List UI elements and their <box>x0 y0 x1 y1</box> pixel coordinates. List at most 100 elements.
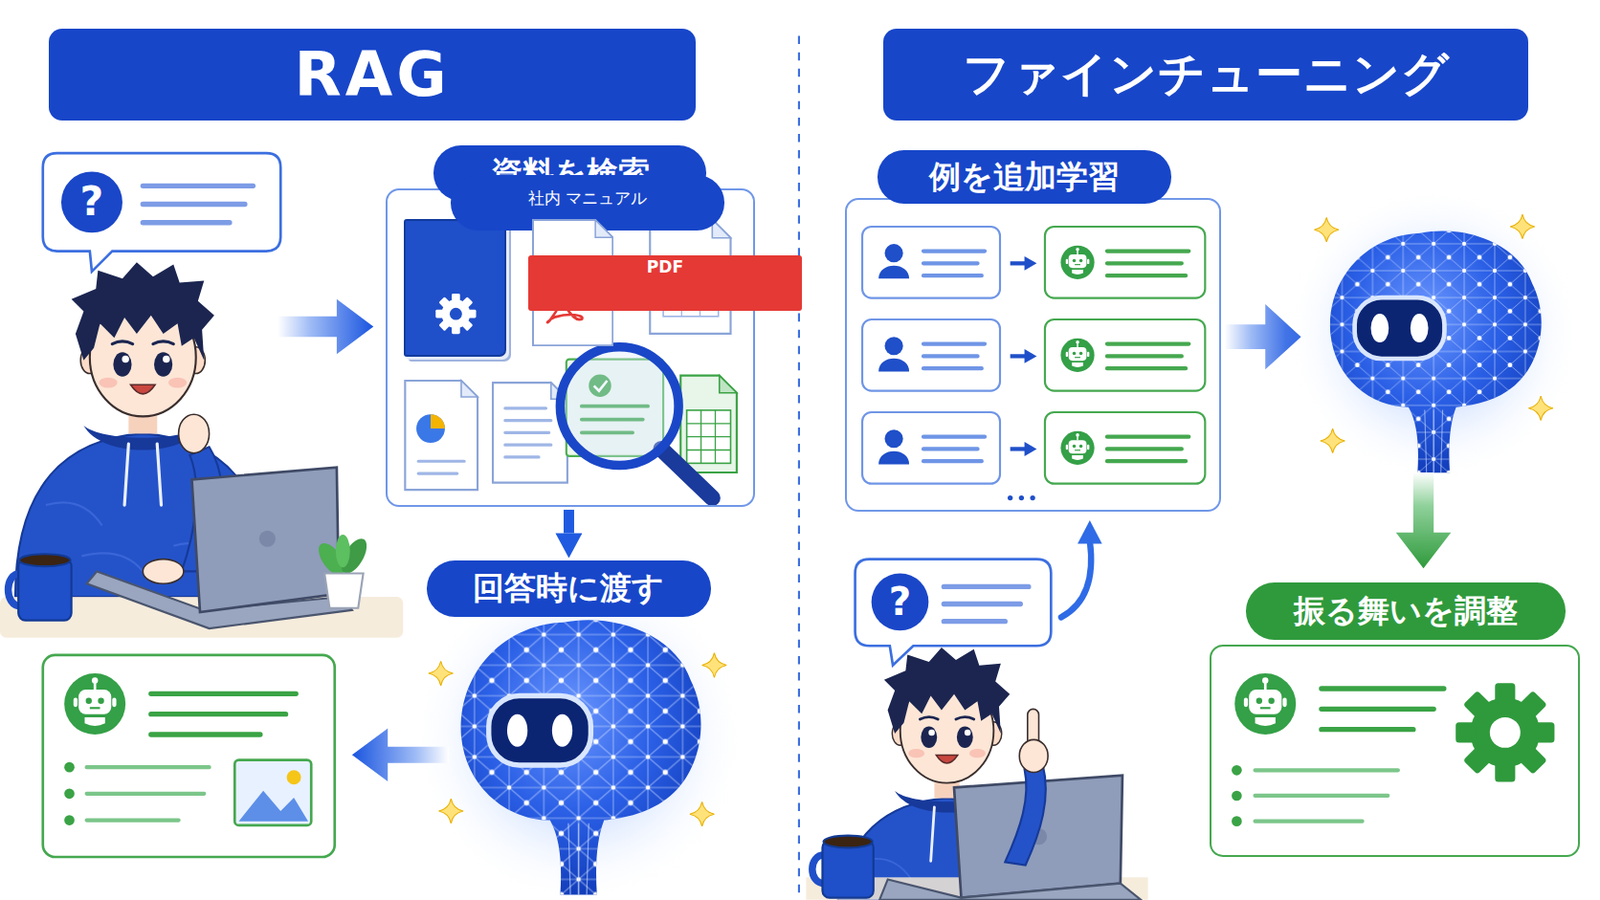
step-label: 回答時に渡す <box>472 567 665 611</box>
step-pill: 回答時に渡す <box>426 560 712 618</box>
answer-card <box>234 760 312 826</box>
text-doc <box>505 408 552 458</box>
sparkle <box>1528 396 1554 422</box>
excel-doc <box>687 410 732 464</box>
sparkle <box>1510 214 1535 240</box>
question-bubble <box>855 559 1052 667</box>
result-content <box>1455 683 1555 782</box>
pointing-hand <box>1019 739 1048 773</box>
answer-card <box>43 655 335 858</box>
question-mark: ? <box>61 175 123 228</box>
heading-pill: 振る舞いを調整 <box>1245 582 1566 641</box>
result-content <box>1231 673 1555 827</box>
chart-doc <box>430 414 445 429</box>
example-pair <box>862 319 1205 392</box>
header-text: ファインチューニング <box>962 43 1450 107</box>
curved-arrow <box>1061 540 1091 618</box>
ai-brain <box>1285 185 1582 483</box>
chart-doc <box>404 380 478 490</box>
flow-arrow <box>563 510 575 534</box>
result-content <box>1231 791 1243 802</box>
question-bubble <box>855 559 1052 667</box>
example-pair <box>862 412 1205 485</box>
potted-plant <box>336 534 373 578</box>
coffee-mug <box>812 836 874 899</box>
pointing-hand <box>1004 709 1048 866</box>
flow-arrow <box>352 729 449 782</box>
answer-card <box>287 770 302 785</box>
question-bubble <box>943 586 1029 622</box>
pdf-tag: PDF <box>528 255 802 312</box>
section-header: ファインチューニング <box>883 28 1529 121</box>
coffee-mug <box>18 559 71 622</box>
laptop <box>191 467 339 613</box>
examples-panel: 例を追加学習 <box>844 198 1222 512</box>
result-content <box>1321 688 1445 731</box>
answer-card <box>64 762 75 774</box>
excel-doc <box>687 410 732 464</box>
section-header: RAG <box>48 28 696 121</box>
sparkle <box>689 801 715 827</box>
question-bubble <box>43 153 281 272</box>
gear-icon <box>405 221 510 359</box>
text-doc <box>492 382 568 484</box>
chart-doc <box>404 380 478 490</box>
answer-card <box>64 789 75 800</box>
laptop <box>879 879 1141 900</box>
question-mark: ? <box>869 577 932 628</box>
laptop <box>87 467 353 629</box>
answer-card <box>87 767 210 821</box>
example-pair <box>862 226 1205 299</box>
laptop <box>879 776 1141 900</box>
excel-doc <box>680 376 737 473</box>
manual-book: 社内 マニュアル <box>403 219 508 357</box>
excel-doc <box>719 376 737 394</box>
question-bubble <box>61 171 123 233</box>
divider-line <box>798 36 800 897</box>
person-figure <box>178 414 210 454</box>
result-content <box>1231 816 1243 827</box>
coffee-mug <box>823 836 873 849</box>
ellipsis-dots <box>1007 495 1036 501</box>
chart-doc <box>461 380 478 398</box>
excel-doc <box>680 376 737 473</box>
text-doc <box>492 382 568 484</box>
coffee-mug <box>822 841 873 899</box>
document-fold <box>595 220 613 238</box>
sparkle <box>702 653 728 679</box>
question-bubble <box>43 153 281 272</box>
ai-brain <box>410 568 748 900</box>
search-panel: 資料を検索社内 マニュアルPDF <box>385 188 756 508</box>
magnifier <box>661 448 712 498</box>
example-pair <box>862 412 1205 485</box>
header-text: RAG <box>294 39 451 111</box>
ellipsis-dots <box>1029 495 1035 501</box>
curved-arrow <box>1077 520 1103 545</box>
sparkle <box>1320 428 1346 454</box>
potted-plant <box>335 534 351 568</box>
result-box: 振る舞いを調整 <box>1209 644 1580 858</box>
laptop <box>142 559 184 585</box>
result-content <box>1255 770 1399 822</box>
ellipsis-dots <box>1007 495 1013 501</box>
result-content <box>1231 765 1243 777</box>
coffee-mug <box>8 554 72 621</box>
gear-icon <box>435 293 476 334</box>
pdf-document: PDF <box>532 219 614 347</box>
magnifier <box>559 347 679 467</box>
gear-icon <box>449 308 463 321</box>
question-bubble <box>142 185 253 223</box>
flow-arrow <box>1396 472 1452 569</box>
flow-arrow <box>277 299 374 356</box>
answer-card <box>151 693 296 735</box>
coffee-mug <box>19 554 70 567</box>
example-pair <box>862 319 1205 392</box>
result-content <box>1489 717 1521 749</box>
laptop <box>259 531 276 548</box>
answer-card <box>43 655 335 858</box>
chart-doc <box>416 414 445 444</box>
pointing-hand <box>1004 765 1045 867</box>
potted-plant <box>324 574 364 609</box>
